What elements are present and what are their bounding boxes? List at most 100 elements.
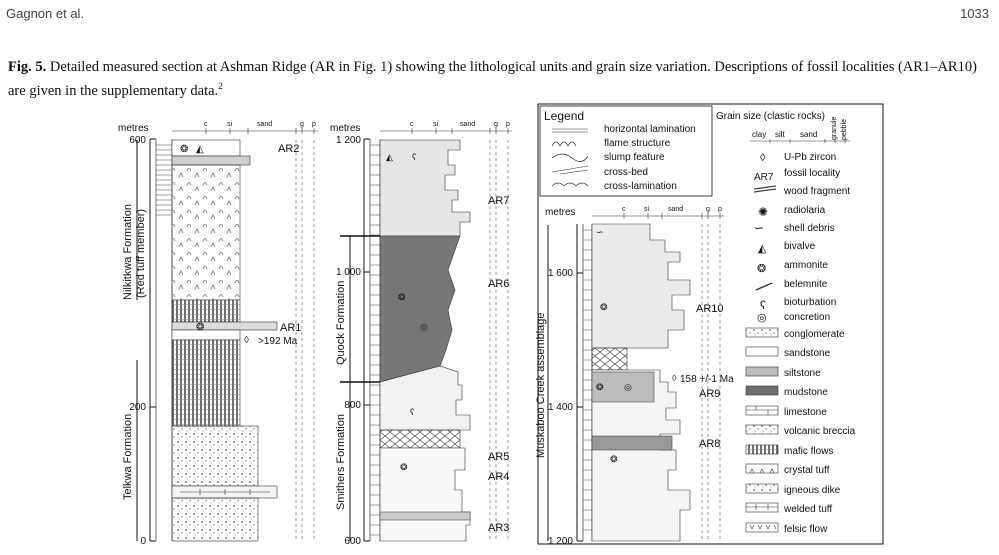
legend-item-label: siltstone	[784, 368, 821, 379]
column-2: metres c si sand g p 1 200 1 000 800 600…	[330, 121, 512, 547]
concretion-icon: ◎	[624, 382, 632, 392]
locality-example: AR7	[754, 172, 774, 183]
legend-lithologies: conglomerate sandstone siltstone mudston…	[745, 327, 856, 535]
legend-item-label: shell debris	[784, 223, 835, 234]
locality-label: AR6	[488, 278, 509, 290]
legend-item-label: wood fragment	[783, 186, 850, 197]
figure-caption: Fig. 5. Detailed measured section at Ash…	[8, 58, 983, 101]
grain-tick: c	[622, 206, 626, 213]
wood-fragment-icon	[753, 185, 777, 193]
legend-item-label: mafic flows	[784, 446, 833, 457]
ammonite-icon: ❂	[196, 322, 204, 333]
legend-title: Legend	[544, 109, 584, 123]
grain-label: sand	[800, 130, 817, 139]
scale-unit-2: metres	[330, 123, 361, 134]
grain-tick: g	[300, 121, 304, 128]
caption-footnote: 2	[218, 81, 223, 91]
grain-label: pebble	[841, 119, 848, 140]
ammonite-icon: ❂	[610, 454, 618, 464]
legend-item-label: radiolaria	[784, 205, 826, 216]
bioturbation-icon: ʕ	[760, 298, 766, 312]
depth-tick: 1 400	[548, 402, 573, 413]
formation-label: Telkwa Formation	[122, 414, 134, 500]
grain-ticks-1: c si sand g p	[172, 121, 318, 134]
formation-label: Nilkitkwa Formation	[122, 204, 134, 300]
legend-item-label: cross-bed	[604, 167, 648, 178]
swatch-sandstone	[745, 346, 779, 357]
legend-item-label: bivalve	[784, 241, 816, 252]
locality-label: AR4	[488, 471, 509, 483]
bioturbation-icon: ʕ	[412, 152, 417, 162]
column-3: metres c si sand g p 1 600 1 400 1 200 ∽…	[535, 206, 734, 547]
locality-label: AR1	[280, 322, 301, 334]
depth-tick: 0	[140, 536, 146, 547]
locality-label: AR8	[699, 438, 720, 450]
ammonite-icon: ❂	[757, 263, 766, 275]
grain-tick: c	[410, 121, 414, 128]
formation-label: (Red tuff member)	[135, 209, 147, 298]
depth-tick: 1 000	[336, 267, 361, 278]
grain-tick: si	[227, 121, 233, 128]
swatch-limestone	[745, 405, 779, 416]
legend-item-label: conglomerate	[784, 329, 845, 340]
grain-tick: sand	[668, 206, 683, 213]
legend-item-label: volcanic breccia	[784, 426, 856, 437]
legend-item-label: fossil locality	[784, 168, 840, 179]
grain-tick: c	[204, 121, 208, 128]
bivalve-icon: ◭	[196, 144, 204, 155]
legend-item-label: limestone	[784, 407, 827, 418]
legend-item-label: ammonite	[784, 260, 828, 271]
depth-tick: 200	[129, 402, 146, 413]
ammonite-icon: ❂	[596, 382, 604, 392]
legend-item-label: crystal tuff	[784, 465, 830, 476]
bivalve-icon: ◭	[758, 243, 767, 255]
grain-tick: p	[718, 206, 722, 213]
depth-tick: 1 600	[548, 268, 573, 279]
belemnite-icon	[755, 282, 773, 291]
ammonite-icon: ❂	[400, 462, 408, 472]
grain-tick: sand	[257, 121, 272, 128]
grain-tick: si	[644, 206, 650, 213]
ammonite-icon: ❂	[398, 292, 406, 302]
zircon-icon: ◊	[760, 152, 766, 164]
grain-tick: p	[312, 121, 316, 128]
grain-tick: si	[433, 121, 439, 128]
legend-symbols: ◊ AR7 ✺ ∽ ◭ ❂ ʕ ◎ U-Pb zircon fossil loc…	[753, 152, 850, 324]
legend-item-label: igneous dike	[784, 485, 841, 496]
swatch-mudstone	[745, 385, 779, 396]
scale-unit-1: metres	[118, 123, 149, 134]
age-label: 158 +/-1 Ma	[680, 374, 734, 385]
depth-tick: 1 200	[548, 536, 573, 547]
shell-debris-icon: ∽	[596, 227, 604, 237]
legend-item-label: horizontal lamination	[604, 124, 696, 135]
grain-tick: sand	[460, 121, 475, 128]
swatch-igneous-dike	[745, 483, 779, 494]
legend-item-label: slump feature	[604, 152, 665, 163]
concretion-icon: ◎	[420, 322, 428, 332]
locality-label: AR3	[488, 522, 509, 534]
depth-tick: 1 200	[336, 135, 361, 146]
legend-grain-size: Grain size (clastic rocks) clay silt san…	[716, 111, 850, 143]
legend-item-label: bioturbation	[784, 297, 836, 308]
depth-tick: 800	[344, 400, 361, 411]
radiolaria-icon: ✺	[758, 205, 768, 219]
column-1: metres c si sand g p 600 200 0 N	[118, 121, 318, 547]
grain-tick: p	[506, 121, 510, 128]
shell-debris-icon: ∽	[754, 221, 764, 235]
locality-label: AR7	[488, 195, 509, 207]
legend-item-label: U-Pb zircon	[784, 152, 836, 163]
grain-label: clay	[752, 130, 766, 139]
zircon-icon: ◊	[672, 373, 677, 383]
swatch-welded-tuff	[745, 502, 779, 513]
legend-item-label: mudstone	[784, 387, 828, 398]
scale-unit-3: metres	[545, 207, 576, 218]
zircon-icon: ◊	[244, 335, 249, 346]
locality-label: AR10	[696, 303, 724, 315]
bioturbation-icon: ʕ	[410, 407, 415, 417]
caption-text: Detailed measured section at Ashman Ridg…	[8, 59, 977, 99]
formation-label: Muskaboo Creek assemblage	[535, 312, 547, 458]
legend-item-label: welded tuff	[783, 504, 832, 515]
ammonite-icon: ❂	[180, 144, 188, 155]
swatch-siltstone	[745, 366, 779, 377]
